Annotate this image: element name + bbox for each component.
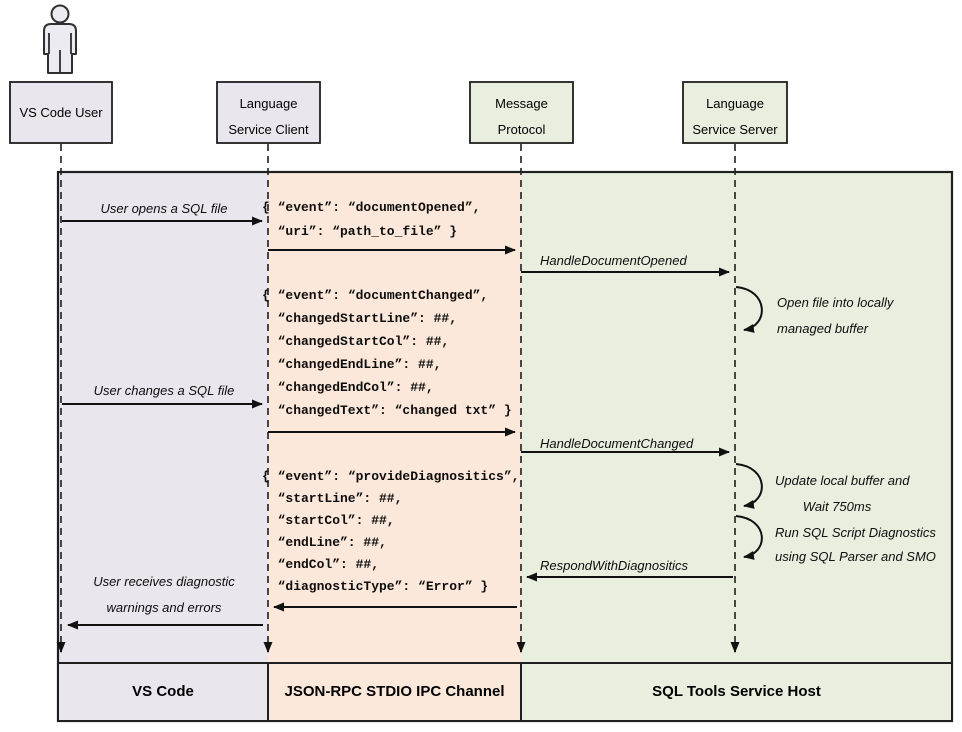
lane-vscode-band (58, 172, 268, 721)
payload-line: “startCol”: ##, (277, 513, 395, 528)
lane-host-band (521, 172, 952, 721)
note-run-diagnostics-line2: using SQL Parser and SMO (775, 549, 936, 564)
message-handle-document-changed: HandleDocumentChanged (540, 436, 694, 451)
payload-line: { “event”: “provideDiagnositics”, (262, 469, 520, 484)
actor-box-server (682, 81, 788, 144)
lane-channel-band (268, 172, 521, 721)
actor-label-server-line2: Service Server (692, 122, 778, 137)
payload-line: “changedEndLine”: ##, (277, 357, 442, 372)
note-update-buffer-line1: Update local buffer and (775, 473, 910, 488)
person-icon (43, 4, 77, 74)
footer-label-vscode: VS Code (132, 683, 194, 700)
loop-run-diagnostics (735, 515, 763, 560)
actor-box-protocol (469, 81, 574, 144)
payload-line: “endLine”: ##, (277, 535, 387, 550)
actor-label-protocol: Message Protocol (470, 91, 573, 143)
message-user-changes: User changes a SQL file (93, 383, 235, 398)
note-update-buffer-line2: Wait 750ms (802, 499, 872, 514)
payload-provide-diagnositics: { “event”: “provideDiagnositics”, “start… (262, 466, 519, 598)
payload-line: “changedText”: “changed txt” } (277, 403, 512, 418)
message-user-opens: User opens a SQL file (100, 201, 228, 216)
actor-label-protocol-line2: Protocol (497, 122, 546, 137)
loop-update-buffer (735, 463, 763, 509)
lifeline-end-arrows (56, 642, 740, 653)
note-open-file-line2: managed buffer (777, 321, 869, 336)
actor-box-client (216, 81, 321, 144)
actor-label-server: Language Service Server (683, 91, 787, 143)
actor-box-user (9, 81, 113, 144)
note-run-diagnostics: Run SQL Script Diagnostics using SQL Par… (775, 521, 936, 569)
payload-line: “endCol”: ##, (277, 557, 380, 572)
actor-label-client: Language Service Client (217, 91, 320, 143)
payload-line: “uri”: “path_to_file” } (277, 224, 458, 239)
self-loops (735, 286, 763, 560)
loop-open-file (735, 286, 763, 333)
message-arrows (62, 216, 733, 630)
payload-document-opened: { “event”: “documentOpened”, “uri”: “pat… (262, 196, 480, 244)
payload-line: { “event”: “documentOpened”, (262, 200, 481, 215)
actor-label-client-line1: Language (239, 96, 298, 111)
payload-document-changed: { “event”: “documentChanged”, “changedSt… (262, 284, 512, 422)
actor-label-client-line2: Service Client (228, 122, 309, 137)
footer-label-host: SQL Tools Service Host (652, 683, 821, 700)
message-user-receives: User receives diagnostic warnings and er… (62, 569, 266, 621)
message-user-receives-line1: User receives diagnostic (93, 574, 235, 589)
note-run-diagnostics-line1: Run SQL Script Diagnostics (775, 525, 936, 540)
note-open-file-line1: Open file into locally (777, 295, 894, 310)
message-respond-with-diagnositics: RespondWithDiagnositics (540, 558, 689, 573)
footer-label-channel: JSON-RPC STDIO IPC Channel (284, 683, 505, 700)
payload-line: “startLine”: ##, (277, 491, 403, 506)
payload-line: { “event”: “documentChanged”, (262, 288, 489, 303)
payload-line: “changedEndCol”: ##, (277, 380, 434, 395)
payload-line: “changedStartCol”: ##, (277, 334, 450, 349)
actor-label-user: VS Code User (19, 105, 103, 120)
note-update-buffer: Update local buffer and Wait 750ms (775, 468, 910, 520)
note-open-file: Open file into locally managed buffer (777, 290, 893, 342)
payload-line: “changedStartLine”: ##, (277, 311, 458, 326)
message-handle-document-opened: HandleDocumentOpened (540, 253, 687, 268)
footer-box-host (520, 662, 953, 722)
payload-line: “diagnosticType”: “Error” } (277, 579, 489, 594)
actor-label-protocol-line1: Message (495, 96, 548, 111)
message-user-receives-line2: warnings and errors (106, 600, 222, 615)
actor-label-server-line1: Language (706, 96, 764, 111)
